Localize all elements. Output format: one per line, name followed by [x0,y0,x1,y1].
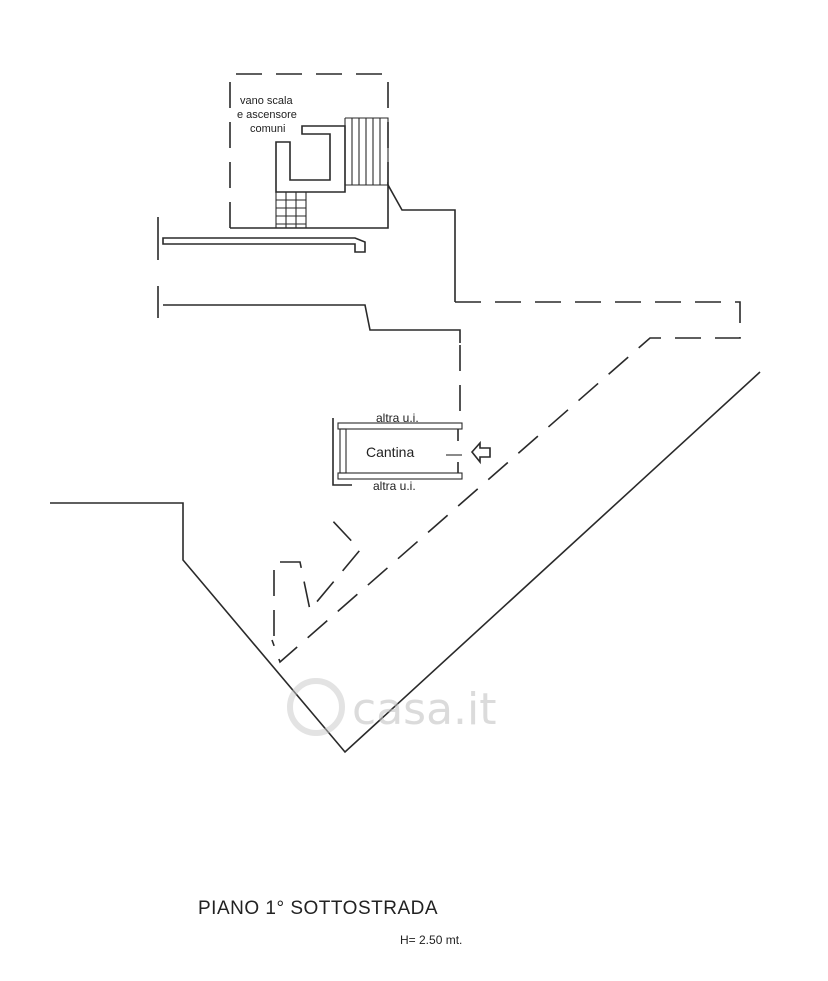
cantina-wall-bottom [337,472,463,480]
stair-label-line2: e ascensore [237,109,297,121]
watermark-logo-icon [287,678,345,736]
stair-label-line1: vano scala [240,95,293,107]
neighbor-label-top: altra u.i. [376,411,419,425]
corridor-wall-top [162,237,366,253]
stair-treads-lower [275,192,307,228]
ceiling-height: H= 2.50 mt. [400,933,463,947]
room-label: Cantina [366,444,414,460]
dashed-boundary [271,301,741,664]
cantina-unit [332,418,491,486]
watermark: casa.it [287,678,497,736]
stairwell [229,73,389,228]
stair-label-line3: comuni [250,123,285,135]
site-boundary [50,371,761,754]
site-outline [50,371,761,754]
cantina-wall-left [332,418,352,486]
cantina-wall-top [337,422,463,430]
watermark-text: casa.it [352,684,497,735]
stair-treads-upper [344,117,389,186]
entrance-arrow-icon [470,440,491,465]
elevator-core [275,125,346,193]
floor-title: PIANO 1° SOTTOSTRADA [198,898,439,919]
building-walls [157,181,461,418]
corridor-wall-bottom [163,304,461,343]
wall-right-upper [230,181,456,302]
neighbor-label-bottom: altra u.i. [373,479,416,493]
cantina-wall-west [339,428,347,474]
